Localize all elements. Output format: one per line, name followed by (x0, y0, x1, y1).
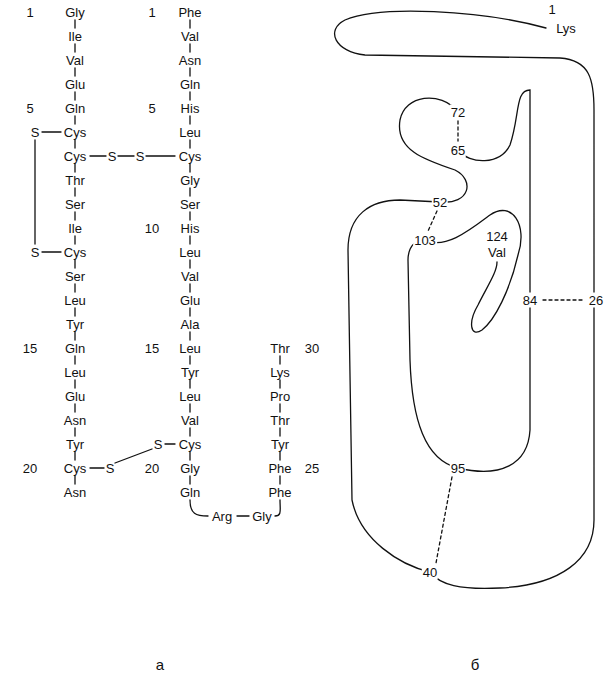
callout-number: 40 (422, 565, 438, 580)
residue-label: Gln (64, 101, 86, 116)
residue-label: Leu (178, 245, 202, 260)
position-number: 20 (144, 461, 160, 476)
residue-label: Ser (64, 269, 86, 284)
residue-label: Leu (178, 341, 202, 356)
residue-label: Arg (211, 509, 233, 524)
residue-label: S (105, 461, 116, 476)
residue-label: Glu (64, 77, 86, 92)
residue-label: Ser (179, 197, 201, 212)
callout-number: 103 (413, 233, 437, 248)
callout-number: 65 (450, 143, 466, 158)
residue-label: Thr (269, 413, 291, 428)
residue-label: Tyr (270, 437, 290, 452)
position-number: 1 (25, 5, 34, 20)
residue-label: Lys (269, 365, 291, 380)
residue-label: Ile (67, 221, 83, 236)
residue-label: Leu (178, 389, 202, 404)
residue-label: Gly (64, 5, 86, 20)
residue-label: S (30, 245, 41, 260)
residue-label: Leu (178, 125, 202, 140)
position-number: 1 (547, 2, 556, 17)
residue-label: Cys (63, 149, 87, 164)
residue-label: Tyr (65, 317, 85, 332)
panel-letter: б (470, 657, 481, 672)
residue-label: Phe (267, 461, 292, 476)
position-number: 30 (304, 341, 320, 356)
residue-label: Val (180, 413, 200, 428)
position-number: 25 (304, 461, 320, 476)
residue-label: Phe (177, 5, 202, 20)
residue-label: Cys (178, 149, 202, 164)
residue-label: Cys (178, 437, 202, 452)
panel-letter: a (155, 657, 165, 672)
residue-label: Ile (67, 29, 83, 44)
position-number: 10 (144, 221, 160, 236)
residue-label: Val (180, 269, 200, 284)
position-number: 20 (22, 461, 38, 476)
callout-number: 52 (432, 195, 448, 210)
callout-number: 84 (522, 293, 538, 308)
position-number: 15 (22, 341, 38, 356)
residue-label: Asn (178, 53, 202, 68)
residue-label: Asn (63, 485, 87, 500)
residue-label: Cys (63, 245, 87, 260)
residue-label: Thr (269, 341, 291, 356)
residue-label: His (180, 221, 201, 236)
callout-number: 72 (450, 105, 466, 120)
backbone-bonds (75, 20, 280, 484)
residue-label: Gly (251, 509, 273, 524)
position-number: 5 (25, 101, 34, 116)
residue-label: Pro (269, 389, 291, 404)
callout-number: Val (487, 245, 507, 260)
residue-label: Glu (179, 293, 201, 308)
residue-label: Glu (64, 389, 86, 404)
residue-label: Cys (63, 461, 87, 476)
residue-label: S (107, 149, 118, 164)
residue-label: Thr (64, 173, 86, 188)
position-number: 5 (147, 101, 156, 116)
residue-label: S (135, 149, 146, 164)
ribonuclease-chain (335, 11, 594, 588)
residue-label: Lys (555, 21, 577, 36)
residue-label: Gln (179, 485, 201, 500)
residue-label: Tyr (65, 437, 85, 452)
callout-number: 26 (588, 293, 604, 308)
residue-label: Val (180, 29, 200, 44)
residue-label: Gln (64, 341, 86, 356)
residue-label: Gln (179, 77, 201, 92)
residue-label: Ser (64, 197, 86, 212)
residue-label: S (153, 437, 164, 452)
residue-label: Leu (63, 365, 87, 380)
residue-label: Cys (63, 125, 87, 140)
disulfide-dashes (428, 121, 583, 563)
residue-label: His (180, 101, 201, 116)
residue-label: Phe (267, 485, 292, 500)
residue-label: Tyr (180, 365, 200, 380)
residue-label: Gly (179, 461, 201, 476)
residue-label: S (30, 125, 41, 140)
residue-label: Ala (180, 317, 201, 332)
position-number: 15 (144, 341, 160, 356)
callout-number: 124 (485, 229, 509, 244)
residue-label: Gly (179, 173, 201, 188)
residue-label: Leu (63, 293, 87, 308)
insulin-bonds (35, 132, 280, 516)
callout-number: 95 (450, 461, 466, 476)
residue-label: Val (65, 53, 85, 68)
residue-label: Asn (63, 413, 87, 428)
position-number: 1 (147, 5, 156, 20)
